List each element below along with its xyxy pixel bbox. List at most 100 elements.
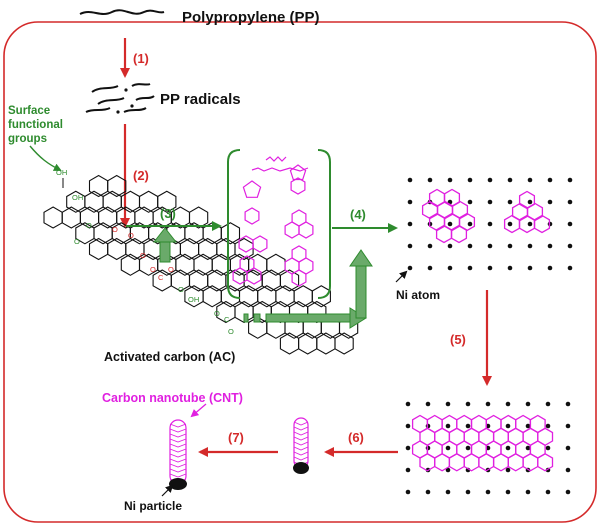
ni-atom-dot	[445, 445, 451, 451]
ni-atom-dot	[505, 489, 511, 495]
ni-atom-dot	[527, 265, 533, 271]
ni-atom-dot	[567, 199, 573, 205]
ni-atom-dot	[505, 401, 511, 407]
block-arrow-up-1	[152, 227, 178, 263]
aromatic-molecules	[232, 164, 314, 287]
outer-frame	[3, 21, 597, 523]
indene-ring	[290, 177, 306, 195]
ni-atom-dot	[507, 177, 513, 183]
o-carbonyl-2: O	[128, 231, 134, 240]
ni-atom-dot	[465, 423, 471, 429]
oh-carboxyl: OH	[188, 295, 199, 304]
ni-atom-dot	[485, 489, 491, 495]
step-1-label: (1)	[133, 51, 149, 66]
ni-atom-dot	[407, 199, 413, 205]
c-anhydride-2: C	[224, 315, 230, 324]
aromatic-on-ni	[428, 188, 446, 208]
ac-hexagon	[43, 206, 63, 229]
ni-atom-dot	[525, 489, 531, 495]
ni-atom-dot	[445, 489, 451, 495]
graphene-hexagon	[537, 453, 554, 472]
ni-atom-dot	[527, 199, 533, 205]
ac-functional-groups: OH O O OH O O O O C O O OH O C O	[56, 168, 234, 336]
benzene-ring	[244, 207, 260, 225]
indene-pentagon	[289, 164, 307, 181]
ni-particle	[293, 462, 309, 474]
pp-chain	[79, 9, 165, 15]
ni-atom-dot	[547, 199, 553, 205]
cnt-long-lattice-line	[169, 448, 187, 453]
cnt-short-lattice-line	[293, 436, 309, 441]
cnt-long-lattice-line	[169, 458, 187, 463]
ni-atom-dot	[505, 423, 511, 429]
aromatic-on-ni	[511, 202, 529, 222]
ni-atom-dot	[465, 401, 471, 407]
ni-atom-dot	[507, 265, 513, 271]
cnt-short-lattice-line	[293, 431, 309, 436]
radical-dots	[116, 88, 134, 114]
ni-atom-dot	[407, 243, 413, 249]
ni-atom-dot	[545, 489, 551, 495]
step-6-label: (6)	[348, 430, 364, 445]
ni-atom-dot	[525, 401, 531, 407]
ni-atom-dot	[467, 221, 473, 227]
aromatic-on-ni	[526, 202, 544, 222]
ni-atom-dot	[427, 177, 433, 183]
o-carbonyl-1: O	[112, 225, 118, 234]
ni-atom-dot	[487, 199, 493, 205]
anthracene-ring	[239, 255, 255, 273]
cnt-pointer	[190, 403, 207, 418]
bracket-right	[317, 149, 331, 299]
ni-atom-dot	[565, 401, 571, 407]
graphene-hexagon	[492, 453, 509, 472]
aromatic-on-ni	[451, 200, 469, 220]
o-anhydride-4: O	[228, 327, 234, 336]
ni-atom-dot	[405, 423, 411, 429]
ni-atom-label: Ni atom	[396, 288, 440, 302]
ni-atom-pointer	[395, 270, 408, 283]
graphene-hexagon	[448, 453, 465, 472]
aromatic-on-ni	[428, 212, 446, 232]
o-anhydride-3: O	[214, 309, 220, 318]
cnt-long-lattice-line	[169, 453, 187, 458]
ni-atom-dot	[527, 243, 533, 249]
fluoranthene-ring	[291, 269, 307, 287]
ni-atom-dot	[567, 177, 573, 183]
step-4-label: (4)	[350, 207, 366, 222]
bracket-left	[227, 149, 241, 299]
pp-radicals-fragments	[85, 83, 155, 113]
surface-groups-label-1: Surface	[8, 105, 50, 117]
ni-atom-dot	[547, 265, 553, 271]
ni-atom-dot	[485, 401, 491, 407]
graphene-hexagon	[478, 453, 495, 472]
o-anhydride-1: O	[150, 265, 156, 274]
cnt-short-lattice-line	[293, 446, 309, 451]
ni-atom-dot	[427, 265, 433, 271]
ni-atom-dot	[567, 243, 573, 249]
ac-label: Activated carbon (AC)	[104, 350, 235, 364]
ni-atom-dot	[465, 445, 471, 451]
acenaphthene-ring	[291, 209, 307, 227]
small-chain-1	[265, 156, 287, 162]
ni-atom-dot	[405, 401, 411, 407]
ni-atom-dot	[447, 265, 453, 271]
o-ether-2: O	[74, 237, 80, 246]
ni-atom-dot	[407, 265, 413, 271]
ni-atom-dot	[467, 177, 473, 183]
ni-atom-dot	[467, 243, 473, 249]
ni-atom-dot	[507, 221, 513, 227]
ac-hexagon	[334, 332, 354, 355]
ni-atom-dot	[505, 445, 511, 451]
ni-atom-dot	[525, 423, 531, 429]
cnt-long-lattice-line	[169, 463, 187, 468]
o-ether-1: O	[86, 221, 92, 230]
aromatic-on-ni	[458, 212, 476, 232]
aromatic-on-ni	[443, 188, 461, 208]
ni-atom-dot	[487, 265, 493, 271]
ac-hexagon	[107, 174, 127, 198]
ni-atom-dot	[407, 221, 413, 227]
ni-atom-dot	[545, 423, 551, 429]
cnt-short-lattice-line	[293, 441, 309, 446]
oh-group-mid: OH	[72, 193, 83, 202]
graphene-hexagon	[463, 453, 480, 472]
